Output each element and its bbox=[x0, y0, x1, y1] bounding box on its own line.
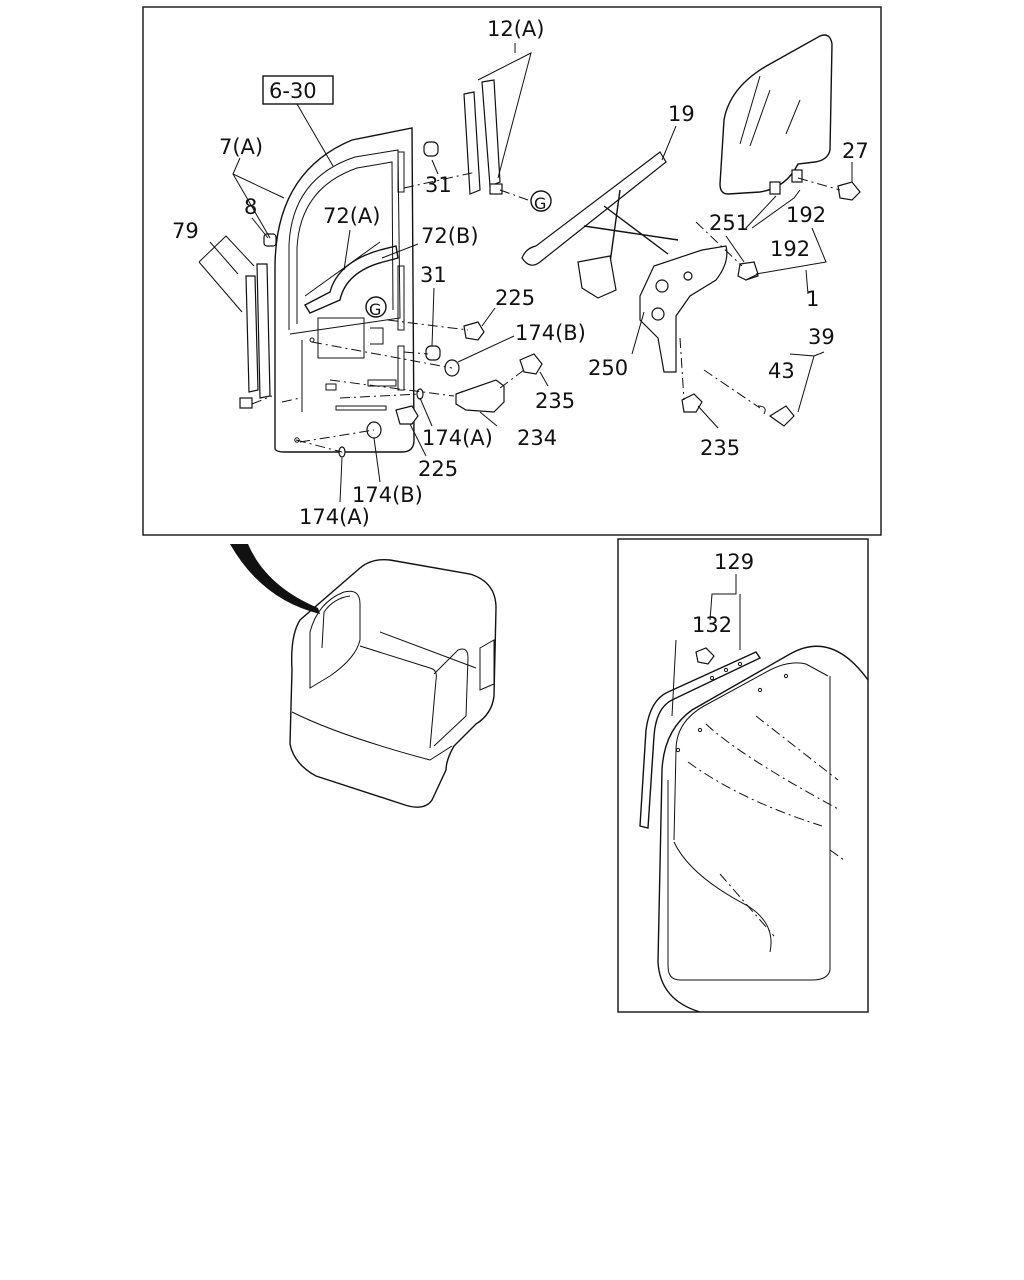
door-glass bbox=[719, 34, 833, 195]
bolt-235-bot bbox=[681, 393, 703, 413]
nut-251 bbox=[737, 261, 759, 281]
callout-174a-mid: 174(A) bbox=[422, 426, 493, 450]
glass-run-channel bbox=[463, 79, 503, 195]
callout-132: 132 bbox=[692, 613, 732, 637]
callout-79: 79 bbox=[172, 219, 199, 243]
svg-text:G: G bbox=[534, 194, 546, 213]
bolt-31-mid bbox=[425, 345, 441, 361]
clip-43 bbox=[757, 405, 766, 415]
callout-27: 27 bbox=[842, 139, 869, 163]
callout-8: 8 bbox=[244, 195, 257, 219]
fasteners bbox=[263, 141, 861, 458]
mark-g-mid: G bbox=[365, 296, 387, 319]
callout-251: 251 bbox=[709, 211, 749, 235]
door-inner-panel bbox=[274, 127, 415, 453]
reference-box: 6-30 bbox=[262, 75, 334, 167]
svg-text:G: G bbox=[369, 300, 381, 319]
callout-234: 234 bbox=[517, 426, 557, 450]
handle-39 bbox=[768, 405, 795, 427]
callout-72a: 72(A) bbox=[323, 204, 380, 228]
reference-label: 6-30 bbox=[269, 79, 317, 103]
callout-174a-bot: 174(A) bbox=[299, 505, 370, 529]
location-arrow bbox=[230, 544, 320, 614]
mark-g-top: G bbox=[530, 190, 552, 213]
bolt-31-top bbox=[423, 141, 439, 157]
callout-19: 19 bbox=[668, 102, 695, 126]
clip-132 bbox=[695, 647, 715, 665]
callout-235-mid: 235 bbox=[535, 389, 575, 413]
callout-192-b: 192 bbox=[770, 237, 810, 261]
run-channel bbox=[239, 263, 271, 409]
bolt-27 bbox=[837, 181, 861, 201]
window-regulator bbox=[521, 151, 759, 373]
callout-43: 43 bbox=[768, 359, 795, 383]
callout-129: 129 bbox=[714, 550, 754, 574]
callout-225-top: 225 bbox=[495, 286, 535, 310]
detail-inset: 129 132 bbox=[617, 538, 869, 1013]
callout-labels: 12(A) 19 27 7(A) 8 79 72(A) 72(B) 31 31 … bbox=[172, 17, 869, 529]
bolt-225-top bbox=[463, 321, 485, 341]
bracket-234 bbox=[455, 379, 505, 413]
callout-39: 39 bbox=[808, 325, 835, 349]
bolt-225-bot bbox=[395, 405, 419, 425]
callout-192-a: 192 bbox=[786, 203, 826, 227]
inset-frame bbox=[617, 538, 869, 1013]
callout-72b: 72(B) bbox=[421, 224, 479, 248]
callout-1: 1 bbox=[806, 287, 819, 311]
callout-31-mid: 31 bbox=[420, 263, 447, 287]
main-panel-frame bbox=[142, 6, 882, 536]
callout-12a: 12(A) bbox=[487, 17, 544, 41]
callout-31-top: 31 bbox=[425, 173, 452, 197]
callout-235-bot: 235 bbox=[700, 436, 740, 460]
leader-lines bbox=[198, 43, 853, 503]
callout-174b-bot: 174(B) bbox=[352, 483, 423, 507]
cab-overview bbox=[230, 544, 497, 808]
callout-250: 250 bbox=[588, 356, 628, 380]
callout-7a: 7(A) bbox=[219, 135, 263, 159]
projection-lines bbox=[251, 171, 841, 453]
callout-225-bot: 225 bbox=[418, 457, 458, 481]
callout-174b-top: 174(B) bbox=[515, 321, 586, 345]
